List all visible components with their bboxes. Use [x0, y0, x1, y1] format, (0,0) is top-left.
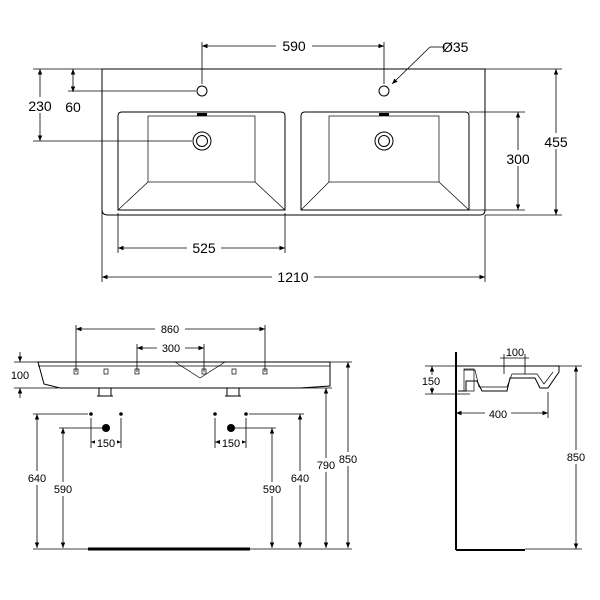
dim-overhang: 100	[506, 347, 524, 359]
dim-hole-spacing: 590	[282, 38, 306, 54]
dim-total-width: 1210	[277, 269, 308, 285]
dim-waste-distance: 400	[489, 409, 507, 421]
dim-rim-height: 100	[11, 370, 29, 382]
dim-depth-height: 150	[422, 376, 440, 388]
dim-bowl-depth: 300	[506, 151, 530, 167]
right-tap-hole	[378, 85, 390, 97]
dim-right-outer-height: 640	[291, 473, 309, 485]
left-drain	[192, 131, 212, 151]
side-view-basin	[456, 365, 560, 392]
dim-right-inner-height: 590	[263, 484, 281, 496]
dim-total-height: 850	[339, 454, 357, 466]
dim-hole-offset-edge: 60	[65, 99, 81, 115]
right-bowl	[300, 111, 470, 211]
left-tap-hole	[196, 85, 208, 97]
dim-inner-spacing: 300	[162, 343, 180, 355]
dim-left-inner-height: 590	[54, 484, 72, 496]
dim-right-pipe-spacing: 150	[222, 438, 240, 450]
dim-left-outer-height: 640	[28, 473, 46, 485]
dim-bowl-width: 525	[192, 240, 216, 256]
side-view: 100 150 400 850	[420, 347, 589, 551]
front-view: 860 300 100 150 150 640	[11, 322, 361, 551]
dim-waste-height: 790	[317, 460, 335, 472]
dim-side-total-height: 850	[567, 452, 585, 464]
dim-left-pipe-spacing: 150	[97, 438, 115, 450]
right-drain	[374, 131, 394, 151]
dim-hole-offset-back: 230	[28, 98, 52, 114]
dim-tap-spacing: 860	[161, 324, 179, 336]
left-bowl	[117, 111, 286, 211]
dim-hole-diameter: Ø35	[442, 39, 469, 55]
top-view: 590 Ø35 230 60 300 455 525	[26, 38, 570, 285]
dim-total-depth: 455	[544, 134, 568, 150]
